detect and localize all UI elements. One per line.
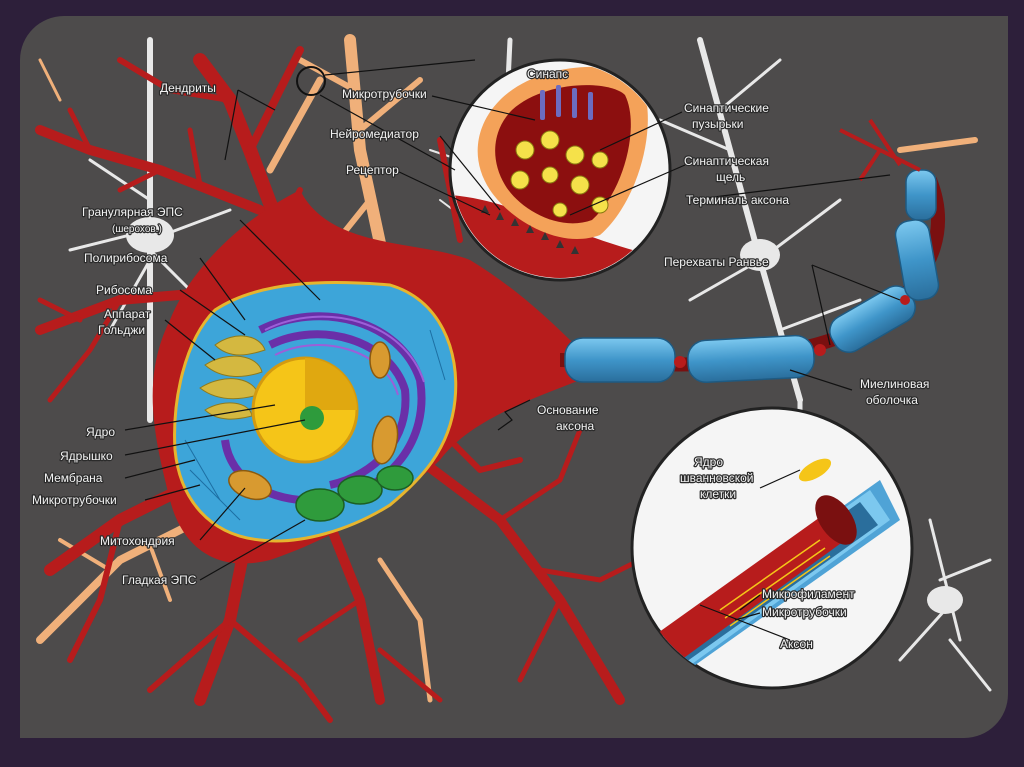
nucleolus [300, 406, 324, 430]
label-synaptic-cleft-2: щель [716, 170, 745, 184]
label-schwann-1: Ядро [694, 455, 723, 469]
label-synaptic-vesicles-2: пузырьки [692, 117, 744, 131]
label-microtubules-top: Микротрубочки [342, 87, 427, 101]
label-nucleus: Ядро [86, 425, 115, 439]
label-myelin-2: оболочка [866, 393, 918, 407]
label-axon-hillock-2: аксона [556, 419, 594, 433]
label-synaptic-vesicles-1: Синаптические [684, 101, 769, 115]
golgi-apparatus [199, 335, 266, 420]
label-microtubules-axon: Микротрубочки [762, 605, 847, 619]
label-axon-terminal: Терминаль аксона [686, 193, 789, 207]
axon-terminal [839, 118, 921, 182]
glial-cell-body [927, 586, 963, 614]
mitochondria [228, 341, 399, 501]
label-polyribosome: Полирибосома [84, 251, 168, 265]
magnifier-source [296, 66, 326, 96]
label-nodes-ranvier: Перехваты Ранвье [664, 255, 769, 269]
label-receptor: Рецептор [346, 163, 399, 177]
label-membrane: Мембрана [44, 471, 103, 485]
labels: Дендриты Микротрубочки Нейромедиатор Рец… [31, 66, 931, 652]
label-microfilament: Микрофиламент [762, 587, 855, 601]
label-myelin-1: Миелиновая [860, 377, 929, 391]
granular-er-detail [264, 315, 425, 396]
smooth-er [295, 465, 414, 522]
label-granular-er-2: (шерохов.) [112, 224, 162, 235]
label-schwann-3: клетки [700, 487, 736, 501]
label-ribosome: Рибосома [96, 283, 152, 297]
glial-cell-body [126, 217, 174, 253]
label-synapse: Синапс [527, 67, 568, 81]
axon-myelin [559, 169, 945, 384]
label-neurotransmitter: Нейромедиатор [330, 127, 419, 141]
cytoskeleton [184, 329, 446, 521]
label-smooth-er: Гладкая ЭПС [122, 573, 197, 587]
label-granular-er-1: Гранулярная ЭПС [82, 205, 183, 219]
label-axon-hillock-1: Основание [537, 403, 599, 417]
label-mitochondria: Митохондрия [100, 534, 175, 548]
label-dendrites: Дендриты [160, 81, 216, 95]
label-synaptic-cleft-1: Синаптическая [684, 154, 769, 168]
label-golgi-1: Аппарат [104, 307, 151, 321]
label-axon: Аксон [780, 637, 813, 651]
label-microtubules-left: Микротрубочки [32, 493, 117, 507]
leader-lines [124, 89, 901, 641]
label-golgi-2: Гольджи [98, 323, 145, 337]
nucleus-cutaway [305, 358, 357, 410]
axon-magnifier [630, 406, 914, 690]
label-schwann-2: шванновской [680, 471, 753, 485]
label-nucleolus: Ядрышко [60, 449, 113, 463]
glial-cell-body [740, 239, 780, 271]
